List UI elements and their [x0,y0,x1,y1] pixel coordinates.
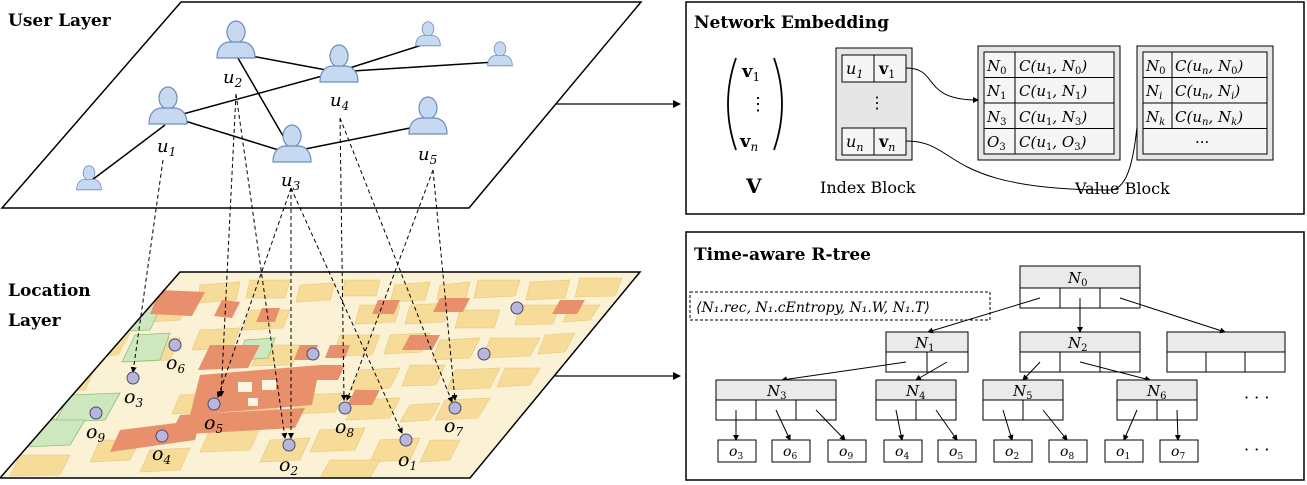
location-point-o2 [282,438,296,452]
svg-text:O3: O3 [987,133,1006,153]
svg-text:o4: o4 [895,444,909,462]
svg-text:···: ··· [1195,133,1209,151]
location-point-o3 [126,371,140,385]
svg-text:o2: o2 [1005,444,1019,462]
leaf-o8: o8 [1048,439,1088,463]
location-point-o7 [448,401,462,415]
entry-tuple-box: ⟨N₁.rec, N₁.cEntropy, N₁.W, N₁.T⟩ [689,291,991,321]
rtree-node-n4: N4 [875,379,957,421]
svg-text:C(un, Nk): C(un, Nk) [1175,108,1243,128]
svg-text:o1: o1 [1116,444,1130,462]
location-point-o1 [399,433,413,447]
leaf-o4: o4 [883,439,923,463]
index-block: u1 v1 ⋮ un vn Index Block [820,47,916,197]
value-block-caption: Value Block [1074,179,1170,198]
location-point-o4 [155,429,169,443]
index-block-caption: Index Block [820,178,916,197]
svg-text:N2: N2 [1067,334,1088,354]
svg-text:o8: o8 [1060,444,1074,462]
index-to-value-link-1 [905,67,979,103]
svg-text:o9: o9 [839,444,853,462]
svg-text:C(un, N0): C(un, N0) [1175,57,1244,77]
location-map [0,271,642,479]
leaf-o1: o1 [1104,439,1144,463]
location-layer-title-2: Layer [8,311,62,331]
leaf-o5: o5 [937,439,977,463]
matrix-name: V [745,174,762,198]
svg-text:N0: N0 [1067,269,1088,289]
rtree-node-unnamed [1166,331,1286,373]
checkin-links [130,93,458,439]
rtree-leaves: o3 o6 o9 o4 o5 o2 o8 o1 o7 [717,439,1199,463]
rtree-node-n2: N2 [1019,331,1141,373]
svg-text:u1: u1 [846,59,863,81]
svg-text:un: un [846,132,863,154]
value-block-1: N0 C(u1, N0) N1 C(u1, N1) N3 C(u1, N3) O… [977,45,1121,161]
user-layer-title: User Layer [8,11,112,31]
rtree-node-n1: N1 [885,331,969,373]
location-points [89,338,462,452]
svg-text:N0: N0 [1145,57,1166,77]
svg-text:C(u1, N1): C(u1, N1) [1019,82,1087,102]
leaf-o2: o2 [993,439,1033,463]
svg-text:⋮: ⋮ [869,93,885,112]
rtree-ellipsis-2: · · · [1244,440,1269,459]
svg-text:N1: N1 [914,334,935,354]
svg-text:N5: N5 [1012,382,1033,402]
svg-text:vn: vn [739,131,758,154]
svg-text:Nk: Nk [1145,108,1165,128]
leaf-o6: o6 [771,439,811,463]
leaf-o9: o9 [827,439,867,463]
location-point-o6 [168,338,182,352]
user-layer-plane [0,1,643,209]
location-point-o5 [207,397,221,411]
network-embedding-title: Network Embedding [694,13,889,33]
rtree-node-n6: N6 [1116,379,1198,421]
svg-text:N4: N4 [905,382,926,402]
svg-text:o6: o6 [783,444,797,462]
rtree-node-n5: N5 [982,379,1064,421]
svg-text:o7: o7 [1171,444,1185,462]
svg-text:⟨N₁.rec, N₁.cEntropy, N₁.W, N₁: ⟨N₁.rec, N₁.cEntropy, N₁.W, N₁.T⟩ [696,300,930,316]
svg-text:C(un, Ni): C(un, Ni) [1175,82,1240,102]
svg-text:C(u1, N3): C(u1, N3) [1019,108,1087,128]
rtree-node-n3: N3 [715,379,837,421]
unlabeled-location-points [306,301,524,361]
svg-text:N1: N1 [986,82,1007,102]
location-point-o9 [89,406,103,420]
location-layer-title-1: Location [8,281,91,301]
embedding-matrix: v1 ⋮ vn V [727,57,783,198]
svg-text:o5: o5 [949,444,963,462]
rtree: N0 N1 N2 [715,265,1286,463]
value-block-2: N0 C(un, N0) Ni C(un, Ni) Nk C(un, Nk) ·… [1136,45,1274,161]
location-point-o8 [338,401,352,415]
svg-text:C(u1, O3): C(u1, O3) [1019,133,1087,153]
svg-text:N6: N6 [1146,382,1167,402]
rtree-ellipsis-1: · · · [1244,388,1269,407]
svg-text:⋮: ⋮ [749,94,767,115]
leaf-o7: o7 [1159,439,1199,463]
svg-text:N3: N3 [766,382,787,402]
svg-text:N3: N3 [986,108,1007,128]
svg-text:v1: v1 [741,61,760,84]
svg-text:C(u1, N0): C(u1, N0) [1019,57,1087,77]
svg-text:o3: o3 [729,444,743,462]
svg-text:N0: N0 [986,57,1007,77]
leaf-o3: o3 [717,439,757,463]
svg-text:vn: vn [878,132,895,154]
svg-text:v1: v1 [878,59,895,81]
rtree-title: Time-aware R-tree [694,245,871,265]
svg-text:Ni: Ni [1145,82,1162,102]
